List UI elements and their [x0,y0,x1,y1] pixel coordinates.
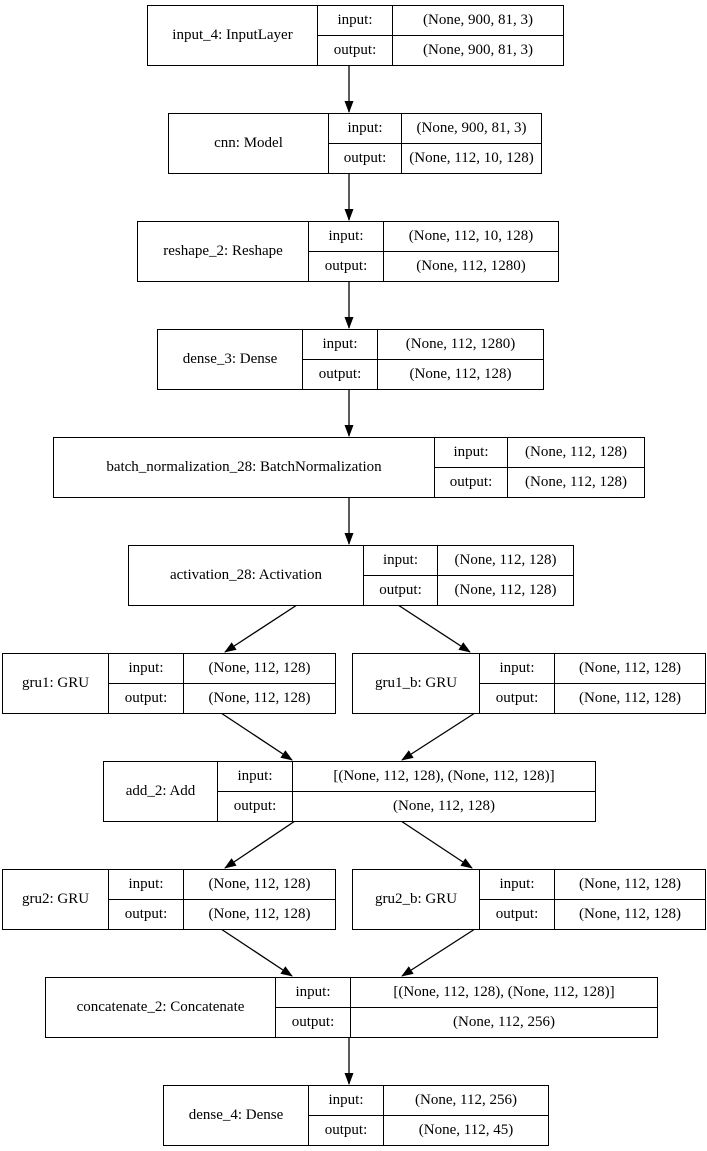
output-shape: (None, 112, 256) [350,1007,658,1038]
output-label: output: [302,359,378,390]
output-label: output: [217,791,293,822]
input-label: input: [302,329,378,360]
input-label: input: [434,437,508,468]
layer-name: input_4: InputLayer [147,5,318,66]
output-label: output: [363,575,438,606]
input-label: input: [363,545,438,576]
input-shape: [(None, 112, 128), (None, 112, 128)] [292,761,596,792]
input-label: input: [328,113,402,144]
layer-name: gru1: GRU [2,653,109,714]
output-label: output: [275,1007,351,1038]
layer-node-gru2_b: gru2_b: GRU input: (None, 112, 128) outp… [352,869,706,930]
layer-node-activation_28: activation_28: Activation input: (None, … [128,545,574,606]
output-label: output: [328,143,402,174]
layer-node-add_2: add_2: Add input: [(None, 112, 128), (No… [103,761,596,822]
output-shape: (None, 112, 128) [554,683,706,714]
edge-activation_28-to-gru1_b [394,602,471,653]
output-label: output: [434,467,508,498]
output-label: output: [479,683,555,714]
edge-gru1_b-to-add_2 [401,710,479,761]
output-shape: (None, 112, 128) [292,791,596,822]
layer-name: batch_normalization_28: BatchNormalizati… [53,437,435,498]
output-shape: (None, 112, 10, 128) [401,143,542,174]
layer-node-gru1: gru1: GRU input: (None, 112, 128) output… [2,653,336,714]
layer-node-dense_4: dense_4: Dense input: (None, 112, 256) o… [163,1085,549,1146]
layer-name: cnn: Model [168,113,329,174]
input-label: input: [479,869,555,900]
output-shape: (None, 112, 128) [554,899,706,930]
output-label: output: [308,251,384,282]
layer-name: gru2_b: GRU [352,869,480,930]
input-shape: (None, 112, 256) [383,1085,549,1116]
edge-activation_28-to-gru1 [224,602,301,653]
input-shape: (None, 112, 128) [183,653,336,684]
input-shape: (None, 112, 1280) [377,329,544,360]
input-shape: [(None, 112, 128), (None, 112, 128)] [350,977,658,1008]
input-label: input: [479,653,555,684]
layer-node-batch_normalization_28: batch_normalization_28: BatchNormalizati… [53,437,645,498]
layer-name: activation_28: Activation [128,545,364,606]
input-label: input: [108,869,184,900]
output-shape: (None, 112, 1280) [383,251,559,282]
input-label: input: [108,653,184,684]
output-shape: (None, 900, 81, 3) [392,35,564,66]
layer-name: dense_4: Dense [163,1085,309,1146]
output-shape: (None, 112, 45) [383,1115,549,1146]
edge-gru2_b-to-concatenate_2 [401,926,479,977]
output-shape: (None, 112, 128) [377,359,544,390]
input-shape: (None, 900, 81, 3) [392,5,564,36]
input-label: input: [308,1085,384,1116]
output-shape: (None, 112, 128) [183,683,336,714]
input-shape: (None, 112, 128) [183,869,336,900]
output-shape: (None, 112, 128) [507,467,645,498]
output-shape: (None, 112, 128) [437,575,574,606]
input-shape: (None, 112, 128) [554,653,706,684]
output-label: output: [308,1115,384,1146]
input-shape: (None, 112, 128) [507,437,645,468]
input-shape: (None, 112, 128) [437,545,574,576]
layer-node-reshape_2: reshape_2: Reshape input: (None, 112, 10… [137,221,559,282]
layer-name: reshape_2: Reshape [137,221,309,282]
input-label: input: [275,977,351,1008]
layer-name: concatenate_2: Concatenate [45,977,276,1038]
output-shape: (None, 112, 128) [183,899,336,930]
output-label: output: [317,35,393,66]
layer-name: gru2: GRU [2,869,109,930]
input-shape: (None, 112, 128) [554,869,706,900]
input-shape: (None, 900, 81, 3) [401,113,542,144]
edge-gru1-to-add_2 [217,710,293,761]
edge-add_2-to-gru2_b [397,818,473,869]
output-label: output: [108,899,184,930]
input-shape: (None, 112, 10, 128) [383,221,559,252]
input-label: input: [317,5,393,36]
layer-node-gru2: gru2: GRU input: (None, 112, 128) output… [2,869,336,930]
layer-name: gru1_b: GRU [352,653,480,714]
input-label: input: [308,221,384,252]
layer-name: add_2: Add [103,761,218,822]
layer-name: dense_3: Dense [157,329,303,390]
layer-node-gru1_b: gru1_b: GRU input: (None, 112, 128) outp… [352,653,706,714]
input-label: input: [217,761,293,792]
output-label: output: [479,899,555,930]
output-label: output: [108,683,184,714]
layer-node-input_4: input_4: InputLayer input: (None, 900, 8… [147,5,564,66]
edge-add_2-to-gru2 [224,818,299,869]
layer-node-cnn: cnn: Model input: (None, 900, 81, 3) out… [168,113,542,174]
layer-node-dense_3: dense_3: Dense input: (None, 112, 1280) … [157,329,544,390]
edge-gru2-to-concatenate_2 [217,926,293,977]
layer-node-concatenate_2: concatenate_2: Concatenate input: [(None… [45,977,658,1038]
